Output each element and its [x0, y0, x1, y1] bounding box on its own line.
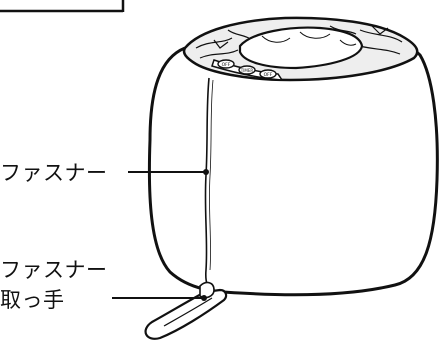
zipper-label: ファスナー: [0, 161, 108, 185]
control-button-2-label: TIMER: [240, 68, 254, 73]
control-buttons: OFF TIMER OFF: [217, 59, 277, 79]
control-button-1-label: OFF: [222, 62, 231, 68]
zipper-leader: [128, 169, 209, 175]
control-button-2[interactable]: [238, 65, 256, 75]
adjacent-figure-frame: [0, 0, 125, 13]
zipper-pull-label-line1: ファスナー: [0, 258, 108, 282]
zipper-pull-tab: [144, 281, 228, 340]
inner-lining-folds: [261, 31, 357, 46]
control-button-1[interactable]: [217, 59, 235, 69]
control-button-3[interactable]: [259, 69, 277, 79]
control-button-3-label: OFF: [264, 72, 273, 78]
zipper-seam-inner: [209, 79, 214, 271]
zipper-pull-label-line2: 取っ手: [0, 288, 65, 312]
zipper-pull-leader: [112, 295, 207, 301]
cushion-opening: [238, 26, 364, 70]
cushion-body: [147, 34, 439, 297]
